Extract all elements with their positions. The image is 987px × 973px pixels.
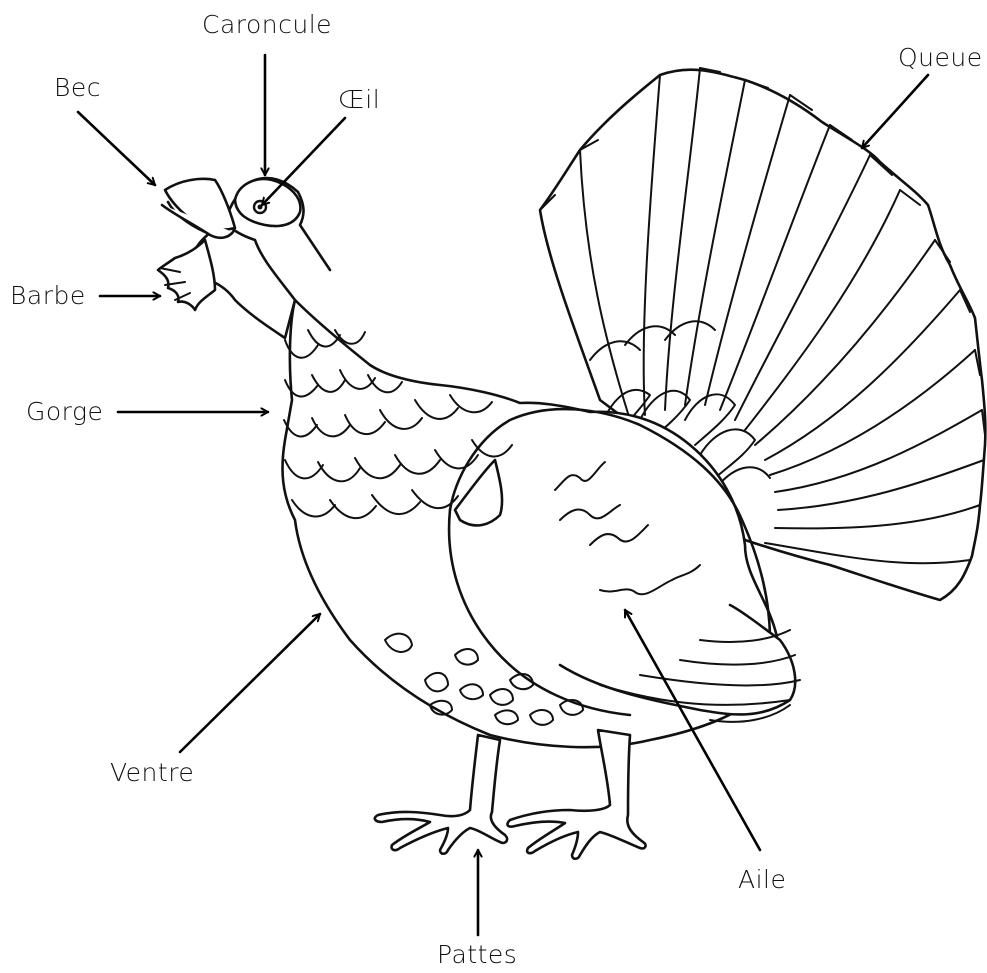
label-barbe: Barbe	[10, 281, 86, 311]
label-ventre: Ventre	[110, 758, 194, 788]
legs-drawing	[375, 730, 646, 859]
arrow-oeil	[262, 118, 345, 205]
label-queue: Queue	[898, 43, 983, 73]
label-oeil: Œil	[338, 85, 380, 115]
label-bec: Bec	[54, 73, 101, 103]
label-caroncule: Caroncule	[202, 10, 332, 40]
label-pattes: Pattes	[437, 940, 517, 970]
label-gorge: Gorge	[26, 397, 103, 427]
arrow-ventre	[180, 614, 320, 752]
arrow-queue	[862, 75, 928, 148]
arrow-bec	[78, 112, 155, 185]
label-aile: Aile	[738, 865, 786, 895]
